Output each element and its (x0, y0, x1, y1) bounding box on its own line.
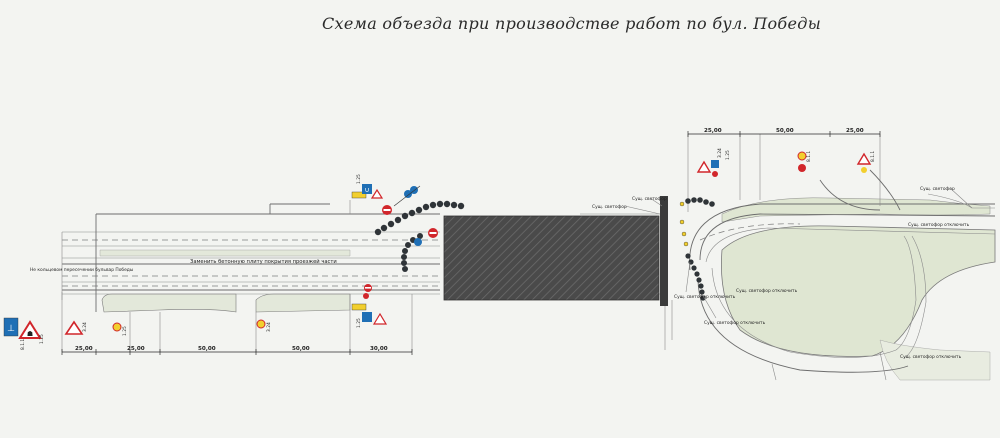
svg-text:∪: ∪ (364, 186, 369, 194)
dim-top-1: 25,00 (704, 128, 722, 134)
signal-label-3: Сущ. светофор отключить (674, 294, 736, 300)
sign-direction-2 (414, 228, 438, 246)
signal-label-8: Сущ. светофор отключить (908, 222, 970, 228)
dim-bottom-3: 50,00 (198, 346, 216, 352)
dimension-top: 25,00 50,00 25,00 (687, 128, 881, 137)
dim-bottom-4: 50,00 (292, 346, 310, 352)
island-west-2 (255, 293, 351, 313)
dimension-bottom: 25,00 25,00 50,00 50,00 30,00 (61, 346, 413, 355)
sign-code-s5: 1.25 (356, 174, 362, 184)
dim-bottom-5: 30,00 (370, 346, 388, 352)
sign-group-north-east-1 (696, 160, 719, 177)
dim-bottom-1: 25,00 (75, 346, 93, 352)
island-west-1 (101, 293, 237, 313)
sign-code-s6: 1.25 (356, 318, 362, 328)
sign-speed-1 (112, 322, 122, 332)
road-caption: Заменить бетонную плиту покрытия проезже… (190, 258, 337, 265)
sign-group-south-west (351, 284, 388, 325)
sign-code-s7: 8.1.1 (20, 339, 26, 350)
sign-code-s11: 8.1.1 (870, 151, 876, 162)
signal-label-5: Сущ. светофор отключить (736, 288, 798, 294)
sign-detour-blue: ⊥ (3, 317, 19, 337)
detour-note: Не кольцевом пересечении бульвар Победы (30, 266, 134, 273)
svg-text:☗: ☗ (27, 330, 33, 338)
roundabout-central-island (721, 225, 996, 357)
detour-note-text: Не кольцевом пересечении бульвар Победы (30, 266, 134, 273)
boulevard-lines (61, 200, 665, 352)
bollards-east (679, 201, 689, 247)
sign-speed-2 (256, 319, 266, 329)
sign-code-s4: 3.24 (266, 322, 272, 332)
dim-bottom-2: 25,00 (127, 346, 145, 352)
scheme-title: Схема объезда при производстве работ по … (322, 14, 822, 33)
sign-warning-east (856, 152, 872, 173)
signal-label-1: Сущ. светофор (592, 204, 627, 210)
sign-group-north-west: ∪ (351, 184, 384, 199)
sign-code-s9: 1.25 (725, 150, 731, 160)
signal-label-4: Сущ. светофор отключить (704, 320, 766, 326)
sign-warning-works-1: ☗ (18, 320, 42, 339)
barrier-east (685, 197, 715, 301)
sign-no-entry-1 (382, 205, 392, 215)
signal-label-7: Сущ. светофор отключить (900, 354, 962, 360)
sign-code-s10: 8.1.1 (806, 151, 812, 162)
sign-no-entry-east (797, 151, 807, 172)
dim-top-3: 25,00 (846, 128, 864, 134)
sign-code-s1: 1.25 (39, 334, 45, 344)
dim-top-2: 50,00 (776, 128, 794, 134)
sign-code-s3: 1.25 (122, 326, 128, 336)
sign-code-s2: 3.24 (82, 322, 88, 332)
sign-warning-works-2 (64, 320, 84, 335)
work-zone-barrier-post (660, 196, 668, 306)
leader-lines (61, 187, 973, 319)
sign-blue-stop-west (363, 293, 369, 299)
green-corner-south (879, 339, 991, 381)
green-strip-north (721, 197, 991, 223)
work-zone (443, 215, 660, 301)
median-green-west (99, 249, 351, 257)
signal-label-6: Сущ. светофор (920, 186, 955, 192)
svg-text:⊥: ⊥ (7, 324, 15, 334)
signal-label-2: Сущ. светофор (632, 196, 667, 202)
sign-code-s8: 3.24 (717, 148, 723, 158)
sign-direction-1 (393, 185, 421, 207)
